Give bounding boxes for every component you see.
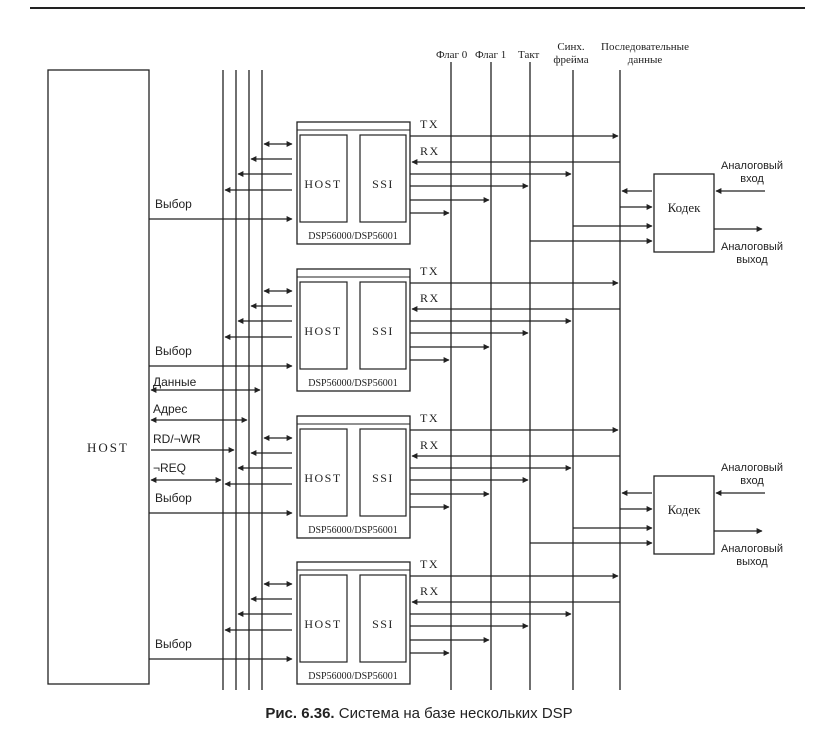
figure-caption: Рис. 6.36. Система на базе нескольких DS… bbox=[0, 705, 838, 722]
dsp-model-label-2: DSP56000/DSP56001 bbox=[308, 378, 397, 389]
codec-analog-in-label-1-1: Аналоговый bbox=[721, 160, 783, 172]
host-data-label: Данные bbox=[153, 375, 197, 389]
codec-block-1 bbox=[653, 173, 715, 253]
dsp-ssi-block-3 bbox=[359, 428, 407, 517]
dsp-select-label-4: Выбор bbox=[155, 637, 192, 651]
dsp-host-label-4: HOST bbox=[304, 617, 341, 631]
dsp-chip-3 bbox=[296, 415, 411, 539]
dsp-ssi-label-4: SSI bbox=[372, 617, 394, 631]
dsp-ssi-label-2: SSI bbox=[372, 324, 394, 338]
dsp-tx-label-1: TX bbox=[420, 117, 439, 131]
dsp-rx-label-1: RX bbox=[420, 144, 440, 158]
dsp-host-block-3 bbox=[299, 428, 348, 517]
dsp-unit-2: HOST SSI DSP56000/DSP56001 TX RX Выбор bbox=[149, 264, 620, 392]
dsp-rx-label-3: RX bbox=[420, 438, 440, 452]
dsp-unit-1: HOST SSI DSP56000/DSP56001 TX RX Выбор bbox=[149, 117, 620, 245]
codec-analog-out-label-1-1: Аналоговый bbox=[721, 241, 783, 253]
dsp-host-label-3: HOST bbox=[304, 471, 341, 485]
dsp-ssi-label-1: SSI bbox=[372, 177, 394, 191]
dsp-host-label-1: HOST bbox=[304, 177, 341, 191]
dsp-model-label-3: DSP56000/DSP56001 bbox=[308, 525, 397, 536]
codec-analog-out-label-2-1: выход bbox=[736, 254, 768, 266]
dsp-chip-4 bbox=[296, 561, 411, 685]
host-address-label: Адрес bbox=[153, 402, 187, 416]
host-label: HOST bbox=[87, 440, 129, 455]
dsp-model-label-1: DSP56000/DSP56001 bbox=[308, 231, 397, 242]
dsp-select-label-3: Выбор bbox=[155, 491, 192, 505]
flag1-label: Флаг 1 bbox=[475, 49, 506, 61]
dsp-unit-4: HOST SSI DSP56000/DSP56001 TX RX Выбор bbox=[149, 557, 620, 685]
serial-data-label-2: данные bbox=[628, 54, 663, 66]
dsp-select-label-2: Выбор bbox=[155, 344, 192, 358]
host-rdwr-label: RD/¬WR bbox=[153, 432, 201, 446]
dsp-ssi-block-1 bbox=[359, 134, 407, 223]
dsp-host-label-2: HOST bbox=[304, 324, 341, 338]
host-processor-block bbox=[47, 69, 150, 685]
codec-label-1: Кодек bbox=[668, 200, 702, 215]
dsp-tx-label-2: TX bbox=[420, 264, 439, 278]
dsp-ssi-label-3: SSI bbox=[372, 471, 394, 485]
codec-analog-out-label-1-2: Аналоговый bbox=[721, 543, 783, 555]
clock-label: Такт bbox=[518, 49, 540, 61]
dsp-chip-1 bbox=[296, 121, 411, 245]
caption-prefix: Рис. 6.36. bbox=[265, 705, 335, 722]
dsp-ssi-block-2 bbox=[359, 281, 407, 370]
codec-label-2: Кодек bbox=[668, 502, 702, 517]
dsp-unit-3: HOST SSI DSP56000/DSP56001 TX RX Выбор bbox=[149, 411, 620, 539]
dsp-rx-label-2: RX bbox=[420, 291, 440, 305]
dsp-host-block-4 bbox=[299, 574, 348, 663]
dsp-host-block-1 bbox=[299, 134, 348, 223]
codec-block-2 bbox=[653, 475, 715, 555]
dsp-tx-label-3: TX bbox=[420, 411, 439, 425]
dsp-tx-label-4: TX bbox=[420, 557, 439, 571]
dsp-model-label-4: DSP56000/DSP56001 bbox=[308, 671, 397, 682]
host-req-label: ¬REQ bbox=[153, 461, 186, 475]
codec-analog-in-label-2-1: вход bbox=[740, 173, 764, 185]
dsp-select-label-1: Выбор bbox=[155, 197, 192, 211]
codec-analog-in-label-1-2: Аналоговый bbox=[721, 462, 783, 474]
caption-text: Система на базе нескольких DSP bbox=[338, 705, 573, 722]
frame-sync-label-2: фрейма bbox=[553, 54, 588, 66]
dsp-ssi-block-4 bbox=[359, 574, 407, 663]
serial-data-label-1: Последовательные bbox=[601, 41, 689, 53]
dsp-chip-2 bbox=[296, 268, 411, 392]
dsp-host-block-2 bbox=[299, 281, 348, 370]
frame-sync-label-1: Синх. bbox=[557, 41, 585, 53]
dsp-rx-label-4: RX bbox=[420, 584, 440, 598]
codec-analog-in-label-2-2: вход bbox=[740, 475, 764, 487]
codec-analog-out-label-2-2: выход bbox=[736, 556, 768, 568]
flag0-label: Флаг 0 bbox=[436, 49, 468, 61]
